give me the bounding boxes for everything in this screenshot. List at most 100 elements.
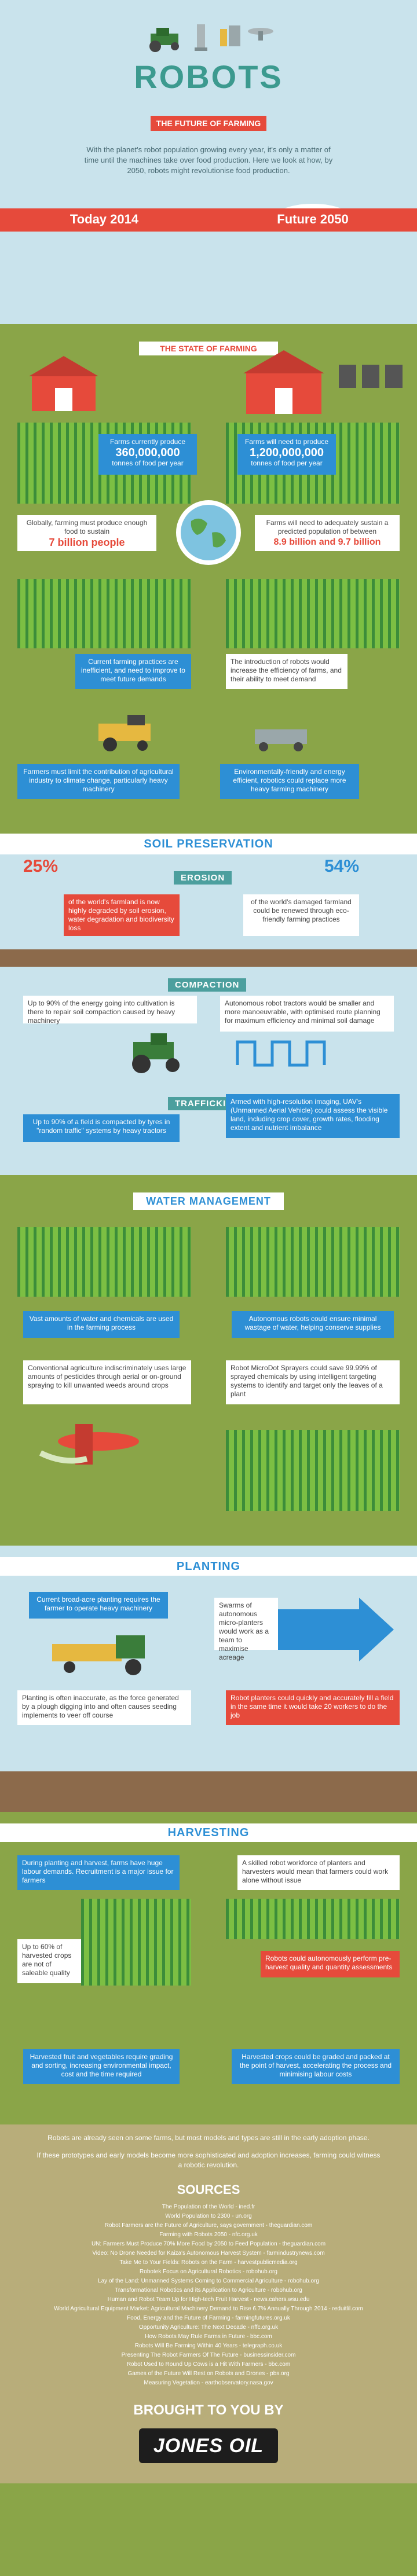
source-item: World Agricultural Equipment Market: Agr… (54, 2306, 363, 2312)
crops-harvest-today (81, 1899, 191, 1986)
subtitle-banner: THE FUTURE OF FARMING (151, 116, 266, 131)
future-tonnes-value: 1,200,000,000 (250, 446, 324, 459)
planting-title: PLANTING (0, 1557, 417, 1576)
sources-title: SOURCES (177, 2182, 240, 2197)
water-title: WATER MANAGEMENT (133, 1192, 284, 1210)
source-item: Human and Robot Team Up for High-tech Fr… (107, 2296, 310, 2303)
robots-logo: ROBOTS (134, 58, 283, 95)
source-item: Robots Will Be Farming Within 40 Years -… (134, 2343, 283, 2349)
intro-text: With the planet's robot population growi… (84, 145, 333, 175)
source-item: The Population of the World - ined.fr (162, 2204, 255, 2210)
today-compaction-box: Up to 90% of the energy going into culti… (23, 996, 197, 1025)
future-climate-box: Environmentally-friendly and energy effi… (220, 764, 359, 799)
future-pest-box: Robot MicroDot Sprayers could save 99.99… (226, 1360, 400, 1404)
brought-title: BROUGHT TO YOU BY (133, 2402, 284, 2418)
heavy-tractor-icon (132, 1033, 180, 1073)
today-energy-box: Current farming practices are inefficien… (75, 654, 191, 689)
today-quality-box: Up to 60% of harvested crops are not of … (17, 1939, 81, 1983)
today-harvest-box: During planting and harvest, farms have … (17, 1855, 180, 1890)
sky-state (0, 232, 417, 324)
source-item: Robot Used to Round Up Cows is a Hit Wit… (126, 2361, 291, 2368)
harvest-title: HARVESTING (0, 1823, 417, 1842)
planter-tractor-today (52, 1635, 145, 1675)
source-item: Video: No Drone Needed for Kaiza's Auton… (92, 2250, 325, 2256)
state-title: THE STATE OF FARMING (139, 342, 278, 355)
source-item: Robotek Focus on Agricultural Robotics -… (140, 2269, 277, 2275)
future-energy-box: The introduction of robots would increas… (226, 654, 348, 689)
today-traffic-box: Up to 90% of a field is compacted by tyr… (23, 1114, 180, 1142)
future-harvest-box: A skilled robot workforce of planters an… (237, 1855, 400, 1890)
today-tonnes-post: tonnes of food per year (112, 459, 184, 467)
source-item: Robot Farmers are the Future of Agricult… (104, 2222, 313, 2229)
future-water-box: Autonomous robots could ensure minimal w… (232, 1311, 394, 1338)
jones-oil-logo: JONES OIL (139, 2428, 278, 2463)
future-pop-box: Farms will need to adequately sustain a … (255, 515, 400, 551)
future-tonnes-pre: Farms will need to produce (244, 438, 329, 446)
source-item: Farming with Robots 2050 - nfc.org.uk (159, 2232, 258, 2238)
future-pop-value: 8.9 billion and 9.7 billion (273, 537, 381, 547)
soil-title: SOIL PRESERVATION (0, 834, 417, 854)
future-tonnes-post: tonnes of food per year (251, 459, 323, 467)
source-item: World Population to 2300 - un.org (165, 2213, 252, 2219)
barn-today (29, 356, 98, 411)
today-plough-box: Planting is often inaccurate, as the for… (17, 1690, 191, 1725)
today-grade-box: Harvested fruit and vegetables require g… (23, 2049, 180, 2084)
erosion-label: EROSION (174, 871, 232, 885)
timeline-bar (0, 208, 417, 232)
combine-harvester-today (98, 715, 151, 751)
today-pest-box: Conventional agriculture indiscriminatel… (23, 1360, 191, 1404)
crops-water-future (226, 1227, 400, 1297)
barn-future (243, 350, 324, 414)
source-item: Measuring Vegetation - earthobservatory.… (144, 2380, 273, 2386)
crops-water-today (17, 1227, 191, 1297)
today-pop-pre: Globally, farming must produce enough fo… (26, 519, 148, 535)
route-plan-icon (236, 1040, 326, 1067)
source-item: Opportunity Agriculture: The Next Decade… (138, 2324, 279, 2331)
robot-harvester-future (255, 729, 307, 751)
today-label: Today 2014 (70, 212, 139, 226)
source-item: Transformational Robotics and its Applic… (115, 2287, 302, 2294)
today-water-box: Vast amounts of water and chemicals are … (23, 1311, 180, 1338)
closing-line-1: Robots are already seen on some farms, b… (47, 2134, 370, 2142)
today-pop-value: 7 billion people (49, 537, 125, 548)
future-plough-box: Robot planters could quickly and accurat… (226, 1690, 400, 1725)
crops-harvest-future (226, 1899, 400, 1939)
soil-strip (0, 949, 417, 967)
source-item: Lay of the Land: Unmanned Systems Coming… (98, 2278, 319, 2284)
today-tonnes-value: 360,000,000 (115, 446, 180, 459)
closing-line-2: If these prototypes and early models bec… (36, 2151, 381, 2169)
source-item: Games of the Future Will Rest on Robots … (127, 2370, 290, 2377)
today-soil-pct: 25% (23, 857, 58, 876)
soil-strip-planting (0, 1771, 417, 1812)
future-quality-box: Robots could autonomously perform pre-ha… (261, 1951, 400, 1977)
source-item: Take Me to Your Fields: Robots on the Fa… (119, 2259, 298, 2266)
jones-oil-wordmark: JONES OIL (153, 2435, 264, 2457)
future-tonnes-box: Farms will need to produce 1,200,000,000… (237, 434, 336, 475)
future-label: Future 2050 (277, 212, 349, 226)
crops-today-2 (17, 579, 191, 648)
future-erosion-box: of the world's damaged farmland could be… (243, 894, 359, 936)
future-grade-box: Harvested crops could be graded and pack… (232, 2049, 400, 2084)
future-planting-box: Swarms of autonomous micro-planters woul… (214, 1598, 278, 1661)
crop-duster-plane (39, 1424, 139, 1465)
today-tonnes-pre: Farms currently produce (109, 438, 186, 446)
planting-arrow (278, 1598, 394, 1661)
globe-icon (176, 500, 241, 565)
future-pop-pre: Farms will need to adequately sustain a … (266, 519, 389, 535)
compaction-label: COMPACTION (168, 978, 247, 992)
planting-field (0, 1546, 417, 1812)
source-item: Presenting The Robot Farmers Of The Futu… (121, 2352, 296, 2358)
crops-water-future-2 (226, 1430, 400, 1511)
solar-panels-future (339, 365, 403, 388)
crops-future-2 (226, 579, 400, 648)
today-erosion-box: of the world's farmland is now highly de… (64, 894, 180, 936)
future-compaction-box: Autonomous robot tractors would be small… (220, 996, 394, 1032)
future-traffic-box: Armed with high-resolution imaging, UAV'… (226, 1094, 400, 1138)
source-item: UN: Farmers Must Produce 70% More Food b… (91, 2241, 326, 2247)
source-item: How Robots May Rule Farms in Future - bb… (145, 2333, 272, 2340)
header-robots-illustration (149, 24, 273, 52)
today-pop-box: Globally, farming must produce enough fo… (17, 515, 156, 551)
today-climate-box: Farmers must limit the contribution of a… (17, 764, 180, 799)
